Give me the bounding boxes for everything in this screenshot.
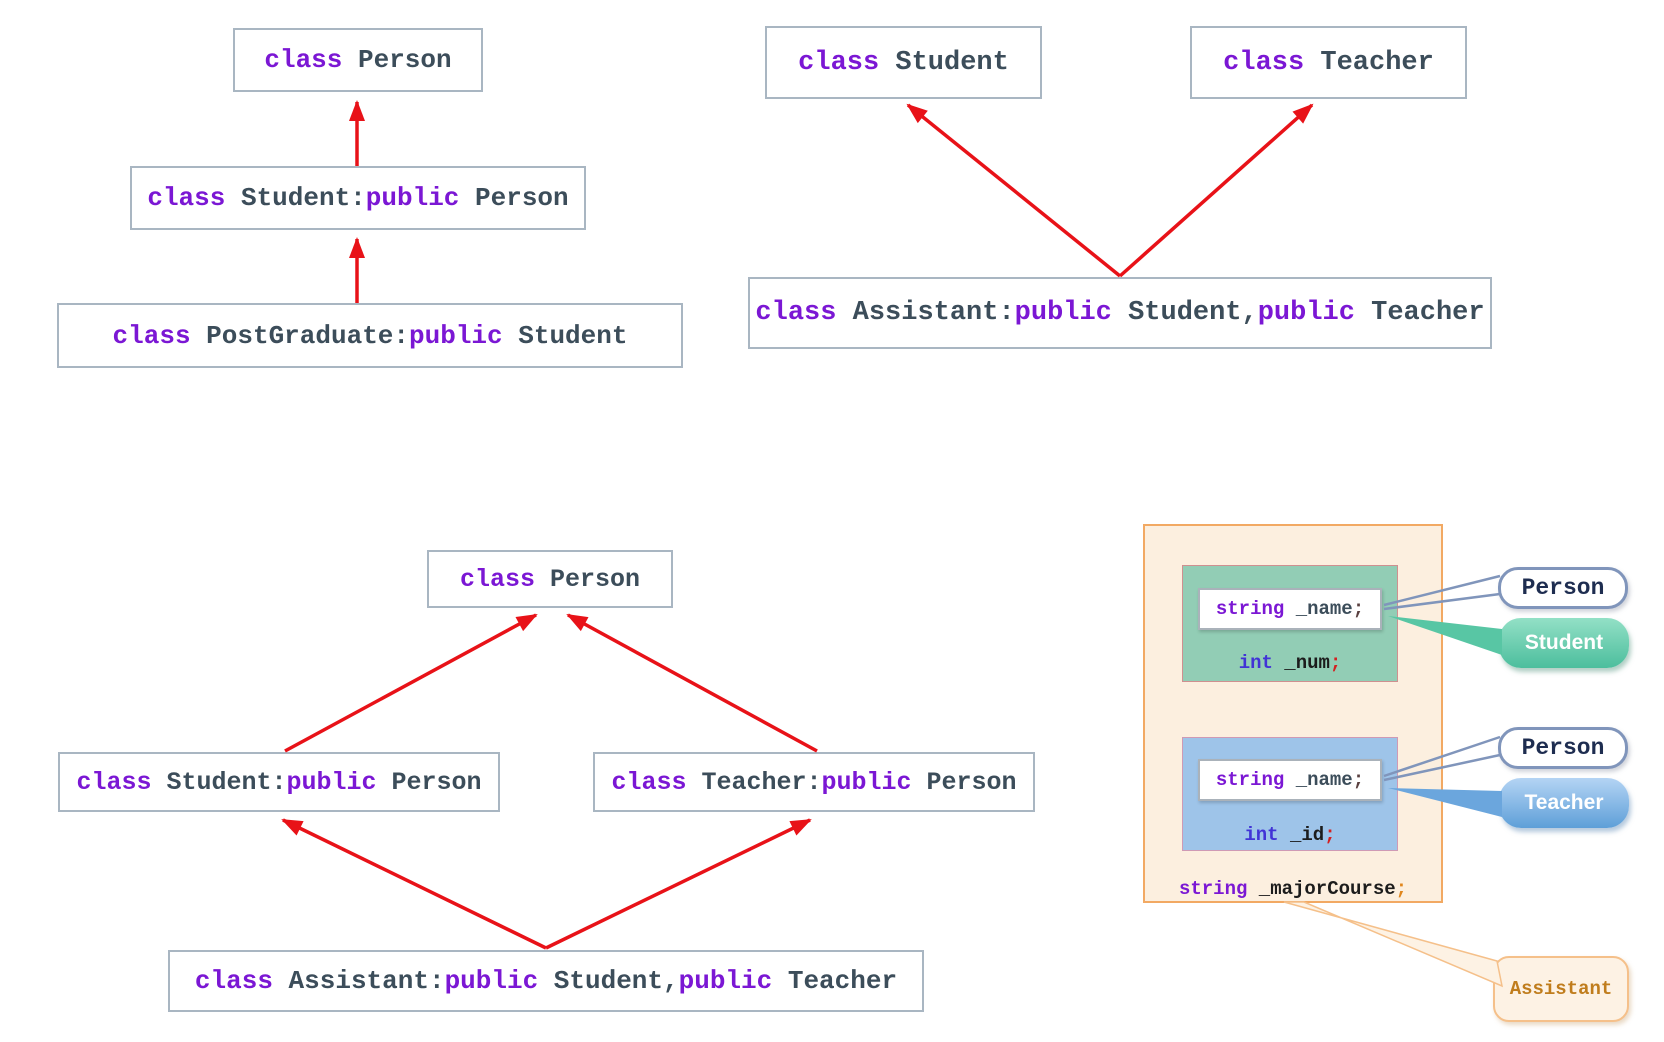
person-label-bubble-top: Person (1498, 567, 1628, 609)
assistant-majorcourse-member: string _majorCourse; (1178, 878, 1408, 900)
class-student-box: class Student (765, 26, 1042, 99)
person-member-box-in-teacher: string _name; (1198, 759, 1382, 801)
class-person-box: class Person (427, 550, 673, 608)
class-teacher-box: class Teacher:public Person (593, 752, 1035, 812)
person-label-bubble-bottom: Person (1498, 727, 1628, 769)
assistant-label-bubble: Assistant (1493, 956, 1629, 1022)
teacher-label-bubble: Teacher (1499, 778, 1629, 828)
student-num-member: int _num; (1238, 652, 1342, 674)
multiple-inheritance-arrows (906, 103, 1314, 278)
teacher-id-member: int _id; (1244, 824, 1336, 846)
student-label-bubble: Student (1499, 618, 1629, 668)
class-postgraduate-box: class PostGraduate:public Student (57, 303, 683, 368)
class-student-box: class Student:public Person (58, 752, 500, 812)
class-teacher-box: class Teacher (1190, 26, 1467, 99)
assistant-connector-wedge (1283, 901, 1504, 988)
class-assistant-box: class Assistant:public Student,public Te… (748, 277, 1492, 349)
class-assistant-box: class Assistant:public Student,public Te… (168, 950, 924, 1012)
person-member-box-in-student: string _name; (1198, 588, 1382, 630)
class-student-box: class Student:public Person (130, 166, 586, 230)
class-person-box: class Person (233, 28, 483, 92)
